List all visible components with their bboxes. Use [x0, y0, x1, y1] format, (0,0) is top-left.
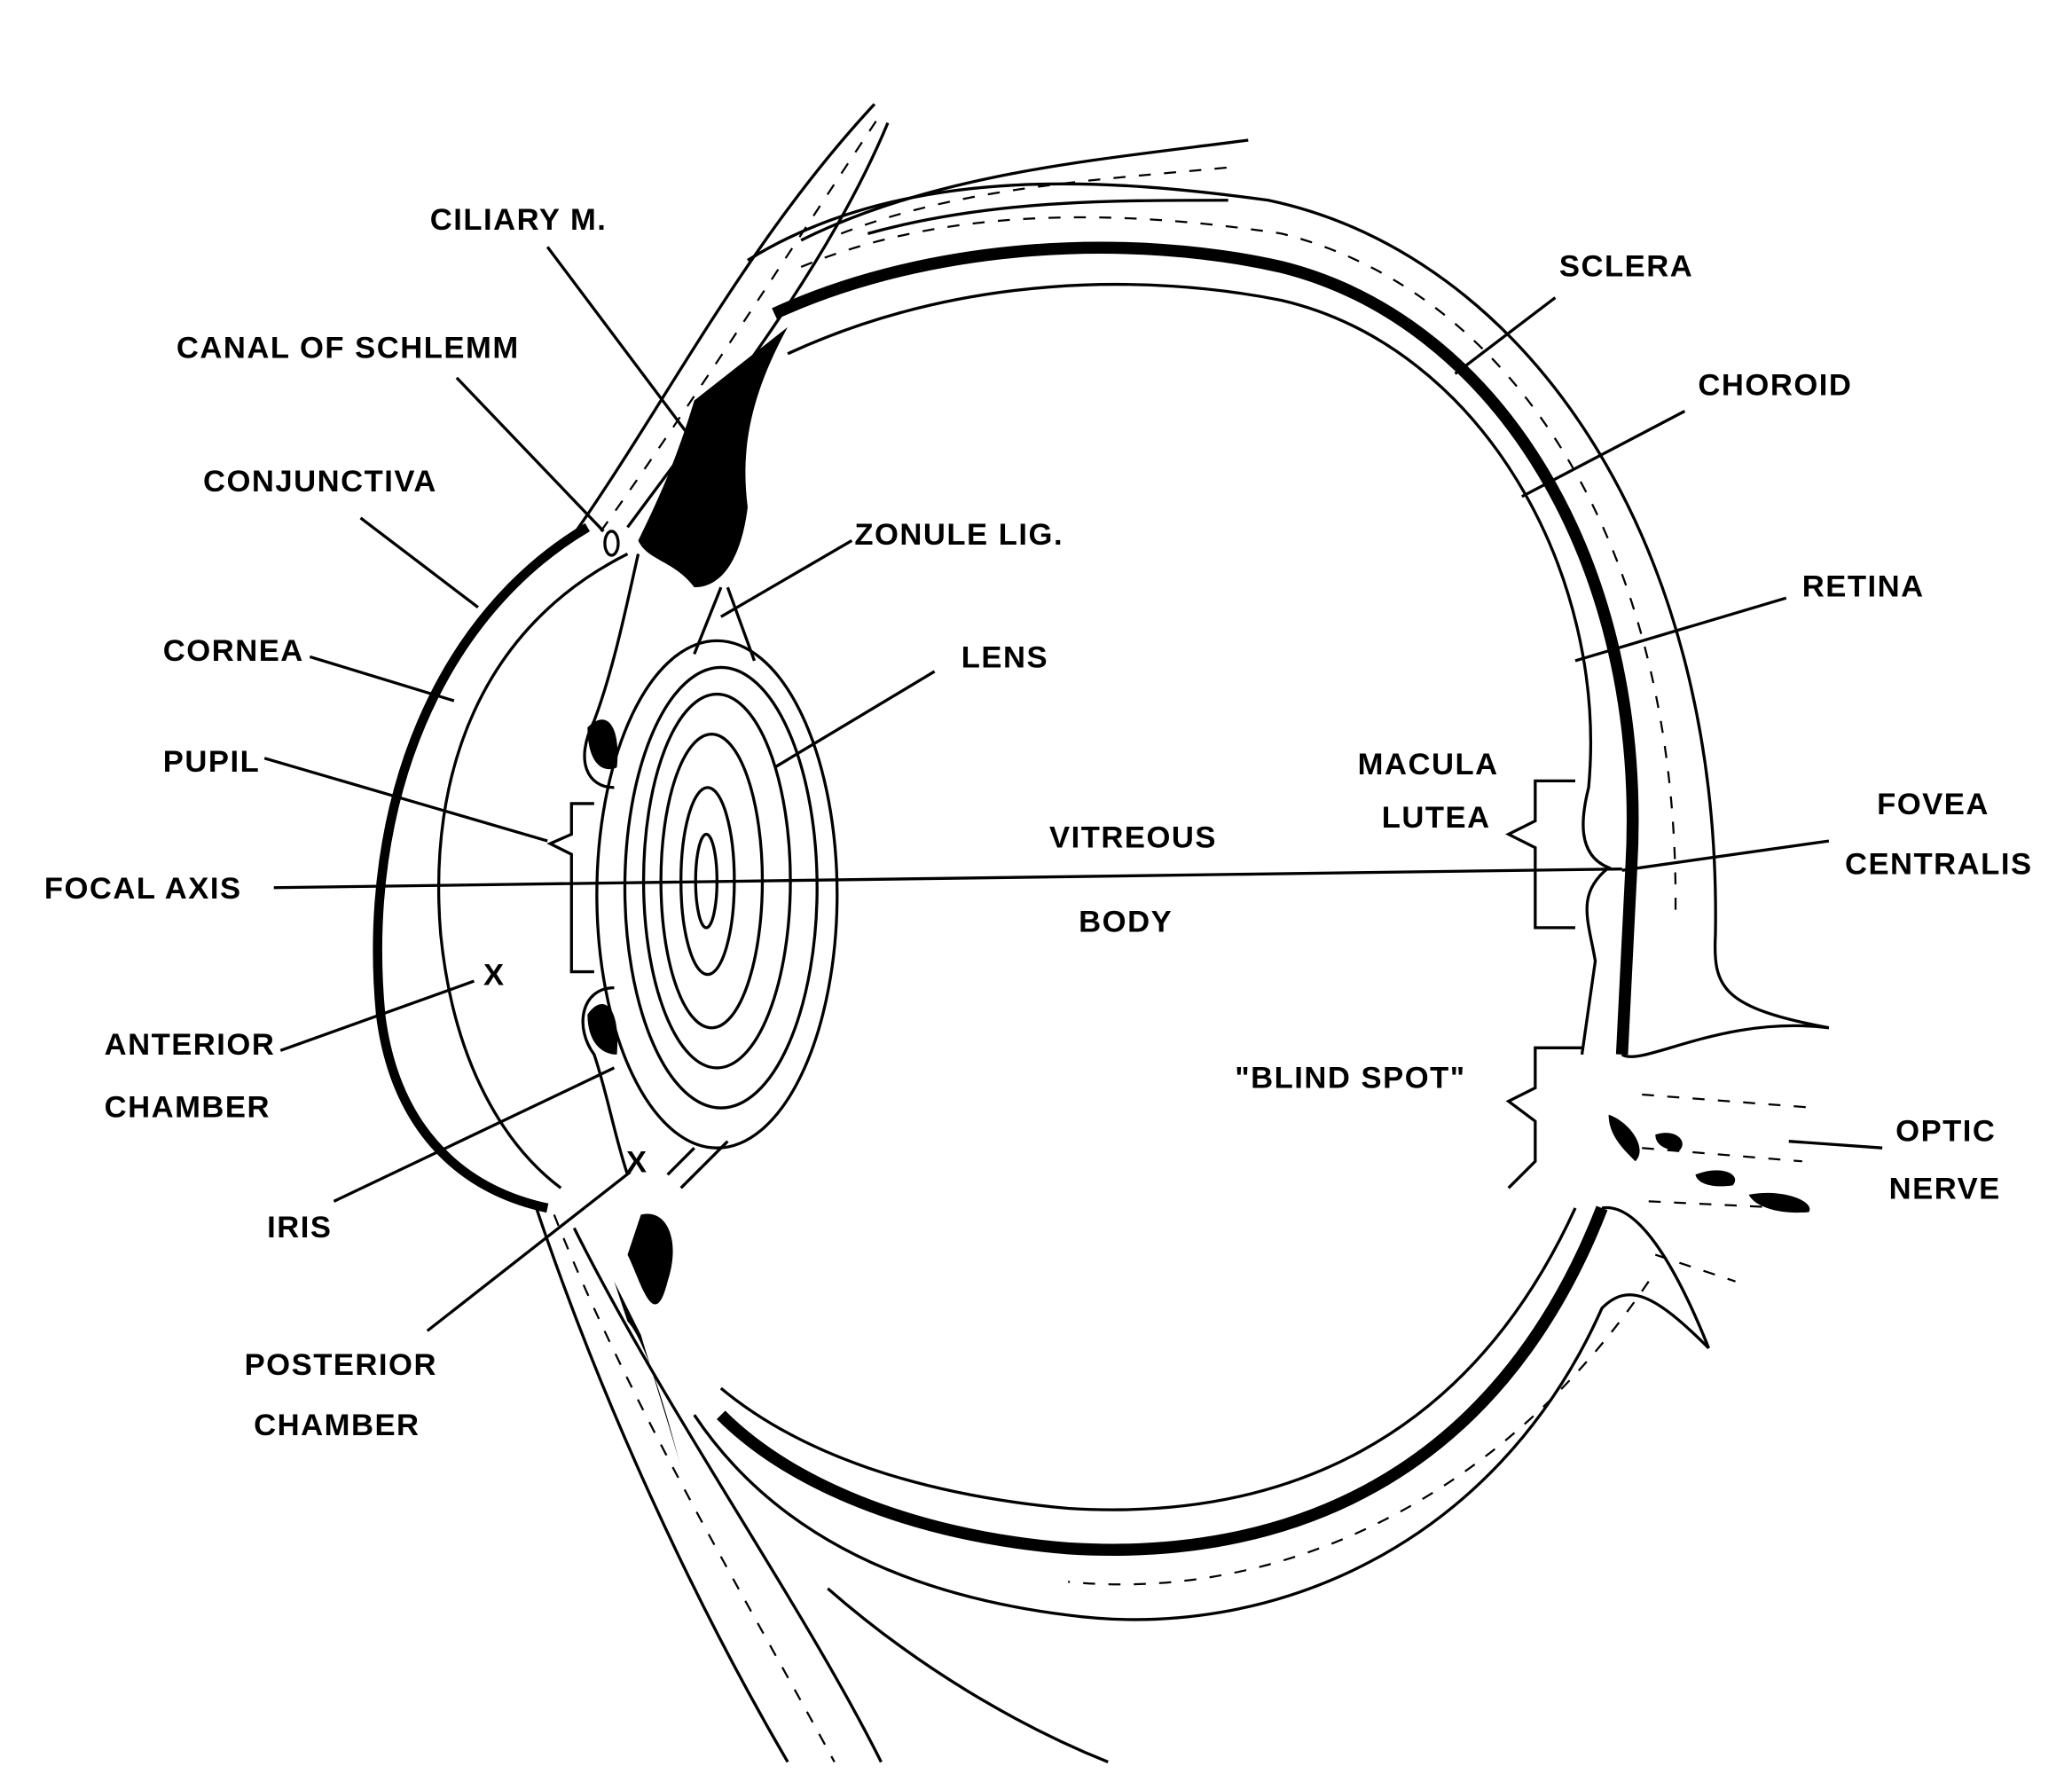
label-choroid: CHOROID	[1698, 368, 1852, 402]
label-vitreous: VITREOUS	[1049, 821, 1217, 855]
label-optic: OPTIC	[1895, 1115, 1996, 1149]
retina	[719, 282, 1612, 1511]
ciliary-body	[614, 326, 789, 1469]
label-lens: LENS	[961, 640, 1048, 674]
label-canal-of-schlemm: CANAL OF SCHLEMM	[177, 331, 520, 365]
focal-axis-line	[273, 867, 1622, 890]
label-anterior-chamber: CHAMBER	[105, 1091, 271, 1125]
label-fovea-centralis: CENTRALIS	[1845, 848, 2033, 882]
zonule-fibers	[666, 586, 757, 1189]
macula-bracket	[1505, 779, 1575, 930]
label-zonule-ligament: ZONULE LIG.	[854, 518, 1063, 552]
label-cornea: CORNEA	[163, 634, 304, 668]
leader-lines	[263, 246, 1883, 1332]
pupil-bracket	[546, 802, 594, 974]
iris	[581, 530, 640, 1175]
choroid	[717, 241, 1639, 1557]
posterior-chamber-marker: X	[626, 1145, 648, 1179]
label-retina: RETINA	[1802, 570, 1925, 604]
upper-muscle	[572, 103, 1249, 535]
label-posterior-chamber: CHAMBER	[254, 1409, 420, 1442]
label-focal-axis: FOCAL AXIS	[44, 872, 242, 906]
label-sclera: SCLERA	[1559, 250, 1693, 284]
anterior-chamber-marker: X	[483, 959, 506, 993]
optic-nerve	[1601, 1024, 1830, 1349]
blind-spot-bracket	[1505, 1046, 1582, 1189]
label-conjunctiva: CONJUNCTIVA	[203, 465, 437, 498]
label-fovea: FOVEA	[1877, 788, 1990, 821]
label-iris: IRIS	[267, 1211, 332, 1244]
sclera	[693, 182, 1830, 1621]
cornea	[373, 522, 629, 1213]
lens	[595, 639, 839, 1150]
label-ciliary-muscle: CILIARY M.	[430, 203, 608, 237]
label-optic-nerve: NERVE	[1889, 1172, 2001, 1205]
label-pupil: PUPIL	[163, 745, 260, 779]
canal-of-schlemm-shape	[603, 530, 620, 557]
label-macula-lutea: LUTEA	[1382, 801, 1491, 835]
label-anterior: ANTERIOR	[105, 1028, 276, 1062]
label-vitreous-body: BODY	[1079, 905, 1173, 938]
label-blind-spot: "BLIND SPOT"	[1235, 1061, 1465, 1095]
lower-muscle	[532, 1200, 1109, 1763]
label-posterior: POSTERIOR	[245, 1348, 437, 1382]
label-macula: MACULA	[1358, 748, 1499, 781]
